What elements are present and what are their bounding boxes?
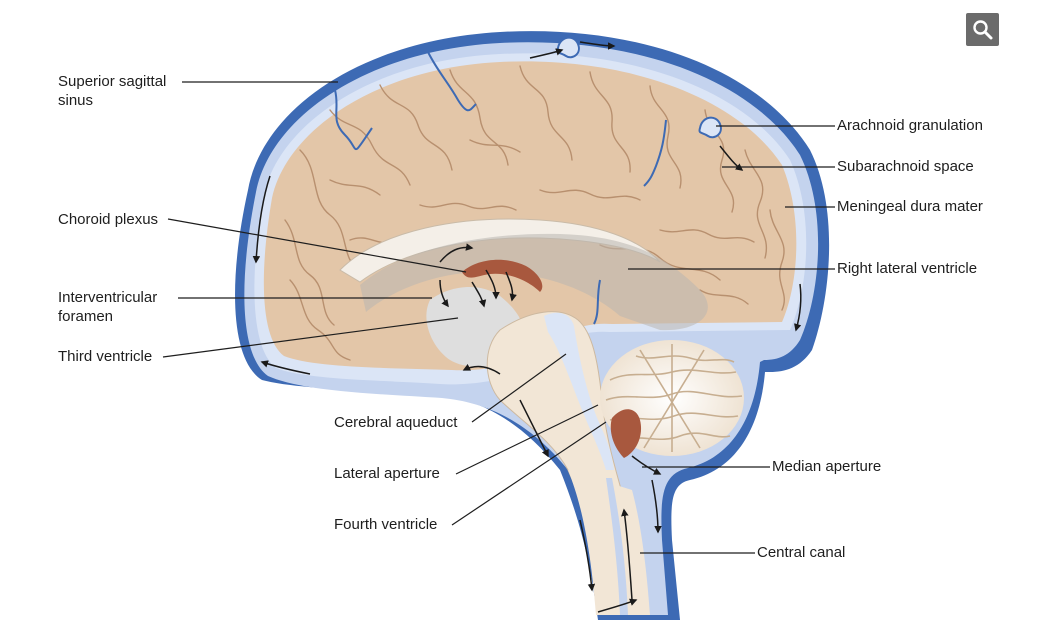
label-interventricular-foramen-line1: Interventricular <box>58 289 158 306</box>
leader-cerebral-aqueduct <box>471 353 567 423</box>
leader-fourth-ventricle <box>451 421 607 526</box>
label-superior-sagittal-sinus-line2: sinus <box>58 92 94 109</box>
aqueduct-channel <box>544 312 614 470</box>
central-canal-shape <box>606 478 628 615</box>
label-superior-sagittal-sinus: Superior sagittal sinus <box>58 72 166 110</box>
label-central-canal: Central canal <box>757 544 846 561</box>
label-fourth-ventricle: Fourth ventricle <box>334 516 438 533</box>
leader-lateral-aperture <box>455 404 599 475</box>
label-third-ventricle: Third ventricle <box>58 348 153 365</box>
arachnoid-granulations <box>556 36 722 139</box>
label-cerebral-aqueduct: Cerebral aqueduct <box>334 414 458 431</box>
label-right-lateral-ventricle: Right lateral ventricle <box>837 260 978 277</box>
label-subarachnoid-space: Subarachnoid space <box>837 158 974 175</box>
label-interventricular-foramen-line2: foramen <box>58 308 114 325</box>
label-meningeal-dura-mater: Meningeal dura mater <box>837 198 983 215</box>
leader-third-ventricle <box>162 317 459 358</box>
choroid-plexus-shape <box>462 259 543 292</box>
leader-lines <box>162 81 835 554</box>
label-interventricular-foramen: Interventricular foramen <box>58 288 157 326</box>
label-choroid-plexus: Choroid plexus <box>58 211 159 228</box>
label-superior-sagittal-sinus-line1: Superior sagittal <box>58 73 167 90</box>
zoom-button[interactable] <box>966 13 999 46</box>
label-arachnoid-granulation: Arachnoid granulation <box>837 117 983 134</box>
spinal-cord <box>568 470 650 615</box>
label-median-aperture: Median aperture <box>772 458 882 475</box>
label-lateral-aperture: Lateral aperture <box>334 465 440 482</box>
right-lateral-ventricle-shape <box>360 233 708 331</box>
magnifier-icon <box>973 20 993 40</box>
cerebral-folds <box>284 65 785 361</box>
cortical-veins <box>334 51 667 325</box>
fourth-ventricle-choroid <box>610 409 642 458</box>
leader-choroid-plexus <box>167 218 467 273</box>
